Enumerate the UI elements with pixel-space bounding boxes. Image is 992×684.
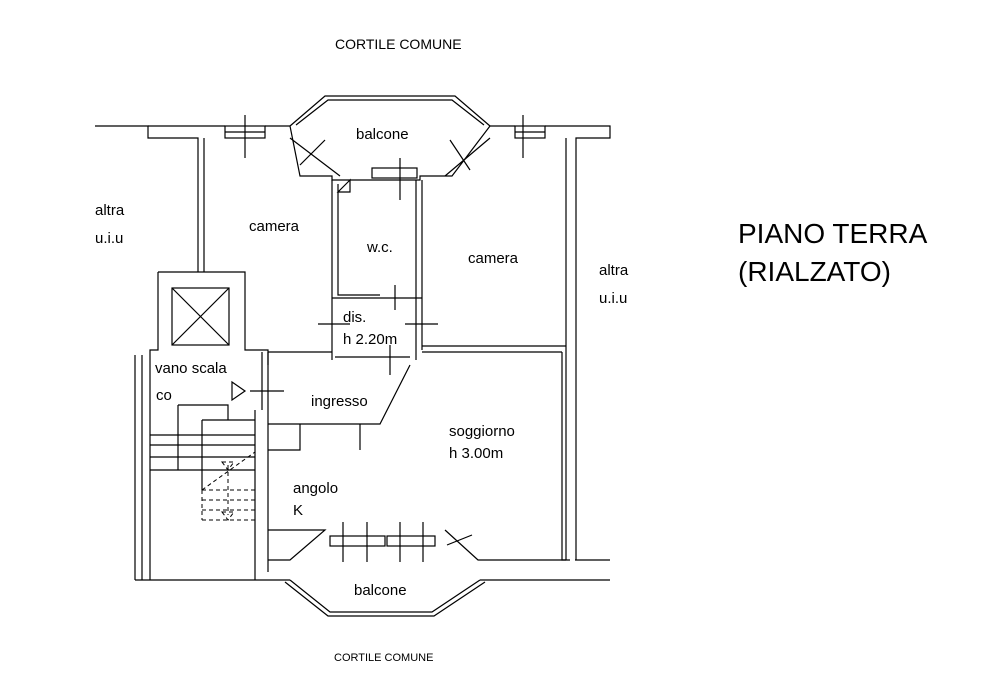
room-angolo: angolo [293, 480, 339, 497]
stair-dashed [201, 451, 256, 521]
neighbor-right-1: altra [599, 262, 629, 279]
top-balcony [289, 95, 491, 200]
room-angolo-k: K [293, 502, 304, 519]
top-courtyard-label: CORTILE COMUNE [335, 36, 462, 52]
room-ingresso: ingresso [311, 393, 368, 410]
room-balcone-top: balcone [356, 126, 409, 143]
room-camera-right: camera [468, 250, 519, 267]
soggiorno-walls [261, 345, 570, 572]
room-dis: dis. [343, 309, 367, 326]
room-co: co [156, 387, 172, 404]
neighbor-left-1: altra [95, 202, 125, 219]
room-balcone-bottom: balcone [354, 582, 407, 599]
room-wc: w.c. [367, 239, 393, 256]
bottom-wall [135, 559, 610, 617]
room-dis-height: h 2.20m [343, 331, 398, 348]
bottom-courtyard-label: CORTILE COMUNE [334, 652, 434, 664]
wc-walls [318, 178, 438, 375]
floor-title: PIANO TERRA [738, 218, 928, 249]
stairwell [134, 271, 284, 580]
room-soggiorno: soggiorno [449, 423, 515, 440]
top-wall [95, 115, 611, 560]
neighbor-right-2: u.i.u [599, 290, 628, 307]
room-vano-scala: vano scala [155, 360, 227, 377]
room-camera-left: camera [249, 218, 300, 235]
neighbor-left-2: u.i.u [95, 230, 124, 247]
floor-subtitle: (RIALZATO) [738, 256, 891, 287]
room-soggiorno-height: h 3.00m [449, 445, 504, 462]
